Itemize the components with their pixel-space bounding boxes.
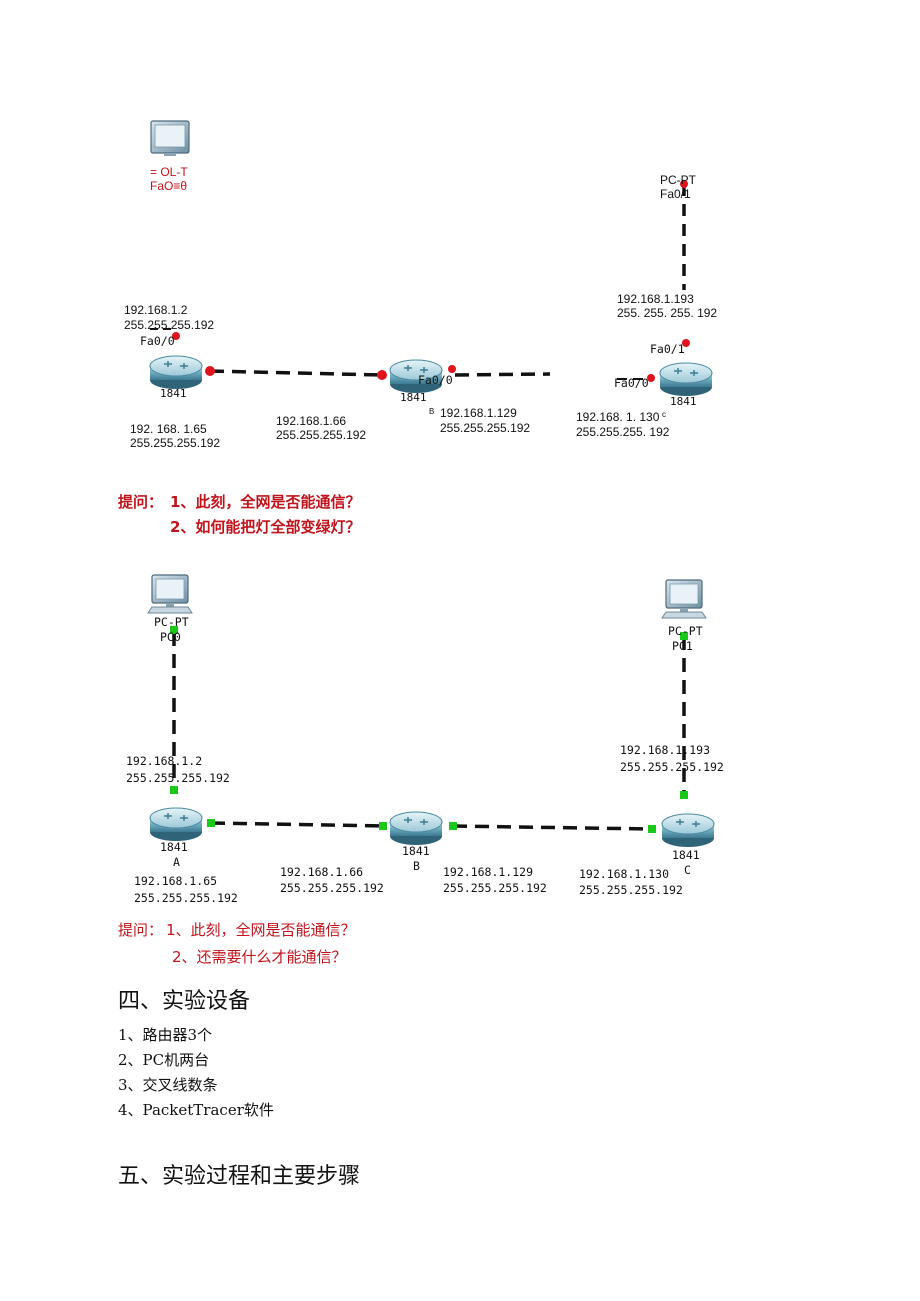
question2-item1: 1、此刻，全网是否能通信？ [166, 921, 356, 939]
router-b-mask-right: 255.255.255.192 [440, 421, 531, 435]
router-c-icon [659, 362, 713, 397]
router-b-model: 1841 [400, 391, 427, 404]
pc0-type: PC-PT [154, 615, 189, 629]
router-c-model: 1841 [670, 395, 697, 408]
router-c-ip-left: 192.168.1.130 [579, 867, 670, 881]
pc1-name: PC1 [672, 639, 693, 653]
router-c-mark: c [662, 410, 666, 419]
router-a-mask: 255.255.255.192 [126, 771, 230, 785]
router-c-name: C [684, 863, 691, 877]
status-light-green [648, 825, 656, 833]
status-light-green [379, 822, 387, 830]
router-b-mask-left: 255.255.255.192 [280, 881, 384, 895]
router-a-model: 1841 [160, 387, 187, 400]
status-light-red [682, 339, 690, 347]
router-c-port-left: Fa0/0 [614, 376, 649, 390]
status-light-red [448, 365, 456, 373]
section4-item: 3、交叉线数条 [118, 1076, 218, 1094]
pc-icon-top-left [150, 120, 190, 156]
question1-item2: 2、如何能把灯全部变绿灯？ [170, 518, 361, 536]
router-a-icon [149, 355, 203, 390]
link-b-c [452, 824, 653, 831]
pc-port-top-left: FaO≡θ [150, 179, 188, 193]
router-b-ip-right: 192.168.1.129 [443, 865, 534, 879]
link-b-cut-1 [454, 372, 551, 377]
router-c-mask-left: 255.255.255.192 [579, 883, 683, 897]
question2-prefix: 提问： [118, 921, 164, 939]
router-a-mask: 255.255.255.192 [124, 318, 215, 332]
router-b-name: B [413, 859, 420, 873]
status-light-green [170, 786, 178, 794]
section4-item: 1、路由器3个 [118, 1026, 213, 1044]
router-a-mask2: 255.255.255.192 [130, 436, 221, 450]
router-b-mark: B [429, 407, 435, 416]
router-c-icon [661, 813, 715, 848]
pc-label-top-left: = OL-T [150, 165, 188, 179]
status-light-red [647, 374, 655, 382]
link-a-b [210, 821, 384, 828]
status-light-red [172, 332, 180, 340]
status-light-red [377, 370, 387, 380]
router-b-port: Fa0/0 [418, 373, 453, 387]
router-b-model: 1841 [402, 844, 430, 858]
router-a-ip: 192.168.1.2 [124, 303, 188, 317]
router-b-ip-left: 192.168.1.66 [280, 865, 364, 879]
status-light-green [207, 819, 215, 827]
router-c-model: 1841 [672, 848, 700, 862]
section4-item: 4、PacketTracer软件 [118, 1101, 274, 1119]
router-a-ip: 192.168.1.2 [126, 754, 203, 768]
router-b-mask-right: 255.255.255.192 [443, 881, 547, 895]
router-b-ip-left: 192.168.1.66 [276, 414, 347, 428]
router-c-ip-top: 192.168.1.193 [620, 743, 711, 757]
section5-title: 五、实验过程和主要步骤 [118, 1164, 361, 1189]
status-light-green [449, 822, 457, 830]
question2-item2: 2、还需要什么才能通信？ [172, 948, 347, 966]
router-a-mask2: 255.255.255.192 [134, 891, 238, 905]
pc1-icon [661, 579, 707, 619]
router-c-port-top: Fa0/1 [650, 342, 685, 356]
router-a-name: A [173, 855, 180, 869]
router-a-port: Fa0/0 [140, 334, 175, 348]
router-b-ip-right: 192.168.1.129 [440, 406, 517, 420]
status-light-green [680, 632, 688, 640]
status-light-red [205, 366, 215, 376]
router-c-ip-left: 192.168. 1. 130 [576, 410, 660, 424]
pc0-name: PC0 [160, 630, 181, 644]
router-c-mask-left: 255.255.255. 192 [576, 425, 670, 439]
router-a-icon [149, 807, 203, 842]
router-c-mask-top: 255. 255. 255. 192 [617, 306, 718, 320]
pc0-icon [147, 574, 193, 614]
pc-label-top-right: PC-PT [660, 173, 696, 187]
question1-prefix: 提问： [118, 493, 164, 511]
link-a-b-1 [209, 369, 383, 377]
router-a-ip2: 192.168.1.65 [134, 874, 218, 888]
router-a-model: 1841 [160, 840, 188, 854]
router-b-mask-left: 255.255.255.192 [276, 428, 367, 442]
router-b-icon [389, 811, 443, 846]
question1-item1: 1、此刻，全网是否能通信？ [170, 493, 361, 511]
status-light-green [170, 626, 178, 634]
router-c-mask-top: 255.255.255.192 [620, 760, 724, 774]
section4-item: 2、PC机两台 [118, 1051, 210, 1069]
router-c-ip-top: 192.168.1.193 [617, 292, 694, 306]
section4-title: 四、实验设备 [118, 989, 251, 1014]
router-a-ip2: 192. 168. 1.65 [130, 422, 207, 436]
pc1-type: PC-PT [668, 624, 703, 638]
status-light-green [680, 791, 688, 799]
status-light-red [680, 180, 688, 188]
pc-port-top-right: Fa0/1 [660, 187, 691, 201]
